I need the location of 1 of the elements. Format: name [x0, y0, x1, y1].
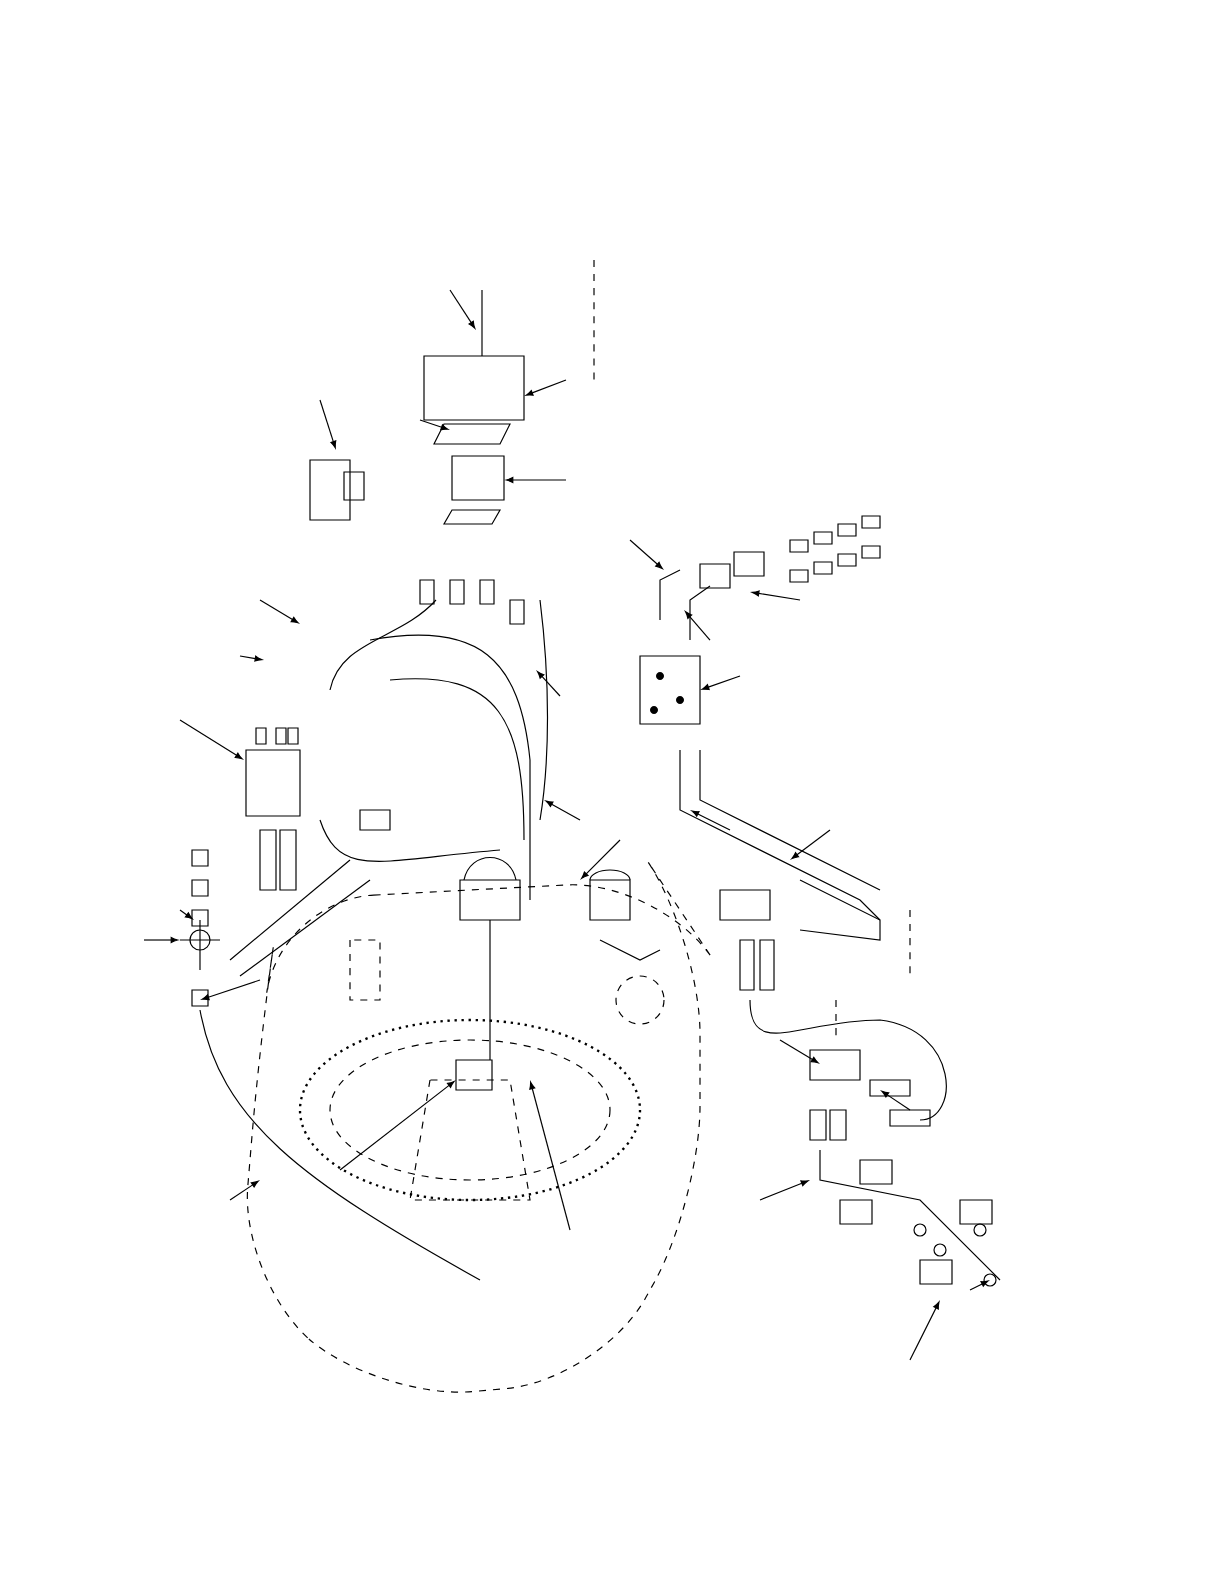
- hydraulic-assembly-drawing: [143, 259, 1001, 1393]
